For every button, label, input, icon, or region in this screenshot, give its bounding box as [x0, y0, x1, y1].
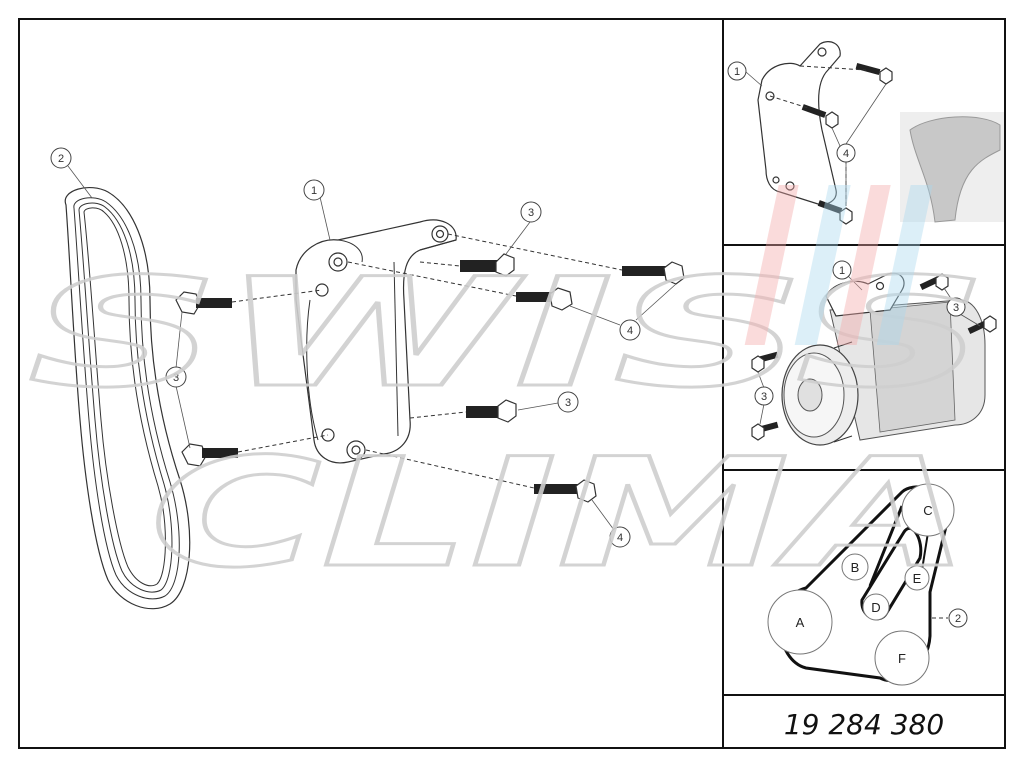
svg-text:3: 3 — [565, 397, 571, 409]
stud-center-upper — [460, 253, 515, 277]
part-number: 19 284 380 — [784, 708, 944, 741]
pulley-f: F — [874, 630, 930, 686]
svg-text:B: B — [851, 560, 860, 575]
pulley-b: B — [841, 553, 869, 581]
callout-stud-left: 3 — [165, 366, 187, 388]
outer-frame — [18, 18, 1006, 749]
bolt-lower — [534, 479, 597, 503]
svg-text:F: F — [898, 651, 906, 666]
svg-text:3: 3 — [761, 391, 767, 403]
main-exploded-view: 2 1 3 3 3 4 4 — [50, 147, 685, 610]
pulley-c: C — [901, 483, 955, 537]
callout-stud-center-upper: 3 — [520, 201, 542, 223]
stud-center-lower — [466, 399, 517, 423]
svg-text:3: 3 — [953, 302, 959, 314]
watermark: SWISS CLIMA — [27, 185, 990, 603]
callout-belt: 2 — [50, 147, 72, 169]
svg-text:4: 4 — [617, 532, 623, 544]
svg-text:4: 4 — [843, 148, 849, 160]
svg-text:3: 3 — [173, 372, 179, 384]
callout-stud-center-lower: 3 — [557, 391, 579, 413]
callout-bracket: 1 — [303, 179, 325, 201]
svg-text:D: D — [871, 600, 880, 615]
svg-text:4: 4 — [627, 325, 633, 337]
inset-mid-callout-studs-left: 3 — [754, 386, 774, 406]
inset-compressor-assembly: 1 3 3 — [751, 260, 997, 446]
pulley-d: D — [862, 593, 890, 621]
mounting-bracket — [295, 219, 457, 464]
callout-bolt-lower: 4 — [609, 526, 631, 548]
watermark-blue-stripe — [794, 185, 851, 345]
belt-routing-diagram: A B C D E F 2 — [767, 483, 968, 686]
svg-text:1: 1 — [311, 185, 317, 197]
inset-top-callout-bolts: 4 — [836, 143, 856, 163]
bolt-upper-right — [622, 261, 685, 285]
svg-text:E: E — [913, 571, 922, 586]
svg-text:1: 1 — [839, 265, 845, 277]
svg-text:2: 2 — [58, 153, 64, 165]
svg-text:A: A — [796, 615, 805, 630]
svg-text:C: C — [923, 503, 932, 518]
svg-text:CLIMA: CLIMA — [150, 427, 970, 601]
inset-top-callout-bracket: 1 — [727, 61, 747, 81]
inset-mid-callout-studs-right: 3 — [946, 297, 966, 317]
pulley-a: A — [767, 589, 833, 655]
inset-mid-callout-bracket: 1 — [832, 260, 852, 280]
bolt-middle — [516, 287, 573, 311]
ribbed-belt — [64, 186, 191, 610]
callout-bolt-upper: 4 — [619, 319, 641, 341]
inset-bracket-assembly: 1 4 — [727, 41, 1004, 225]
svg-text:3: 3 — [528, 207, 534, 219]
watermark-red-stripe — [744, 185, 799, 345]
stud-left-lower — [181, 443, 238, 467]
svg-text:2: 2 — [955, 613, 961, 625]
pulley-e: E — [904, 565, 930, 591]
svg-text:1: 1 — [734, 66, 740, 78]
svg-text:SWISS: SWISS — [28, 247, 988, 421]
routing-callout-belt: 2 — [948, 608, 968, 628]
